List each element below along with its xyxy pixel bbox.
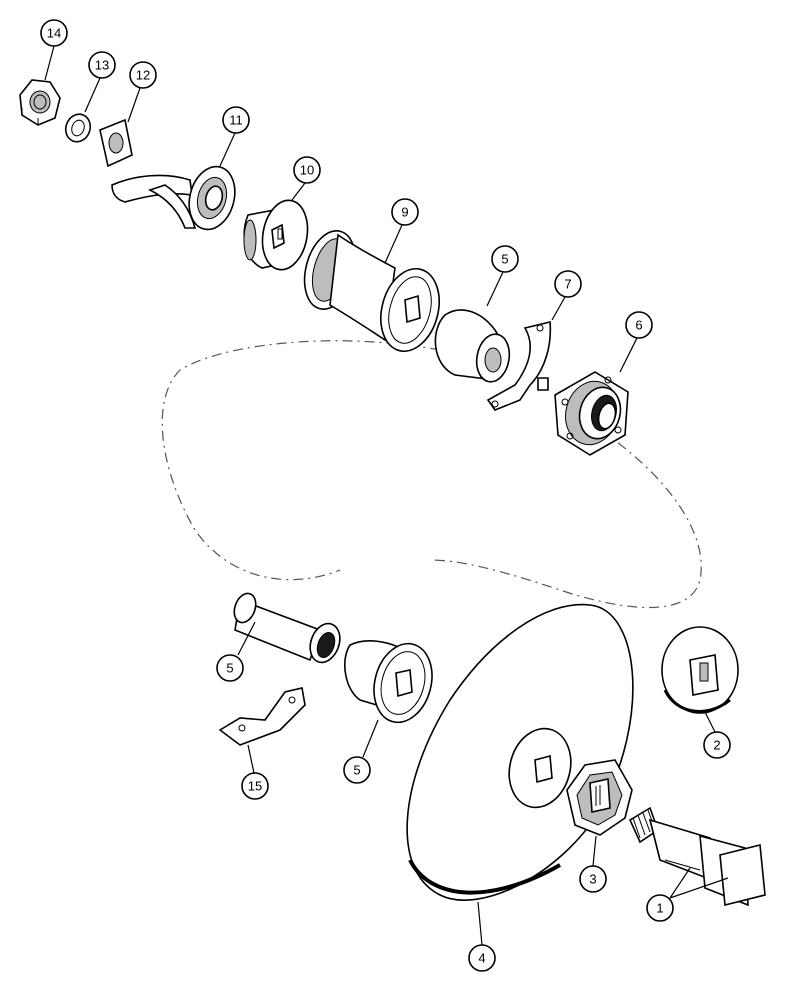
callout-10: 10 (291, 156, 321, 201)
spacer-tube (233, 592, 341, 664)
callout-5a-label: 5 (501, 252, 508, 267)
scraper-arm (111, 165, 236, 231)
callout-5b-label: 5 (353, 763, 360, 778)
callout-4-label: 4 (478, 951, 485, 966)
callout-4: 4 (468, 901, 496, 972)
callout-6: 5 (216, 621, 256, 682)
callout-2: 2 (703, 711, 731, 759)
callout-8-label: 7 (564, 277, 571, 292)
disc-blade (406, 603, 634, 901)
spool-half-upper (434, 309, 511, 383)
callout-13-label: 13 (95, 58, 109, 73)
callout-12-label: 12 (136, 68, 150, 83)
callout-8: 7 (551, 270, 582, 321)
callout-9: 9 (384, 198, 419, 264)
assembly-outline (161, 340, 702, 609)
callout-13: 13 (84, 51, 116, 113)
callout-3: 3 (579, 835, 607, 893)
callout-5a: 5 (486, 245, 519, 307)
small-bracket (218, 687, 306, 746)
flange-bearing (554, 371, 629, 456)
square-washer-plate (99, 118, 133, 168)
callout-14: 14 (40, 19, 68, 81)
mounting-bracket (486, 321, 552, 411)
callout-5b: 5 (343, 719, 379, 784)
callout-9-label: 9 (401, 205, 408, 220)
callout-11-label: 11 (229, 113, 243, 128)
callout-10-label: 10 (300, 163, 314, 178)
spool-end (243, 199, 309, 271)
callout-7-label: 6 (635, 318, 642, 333)
callout-7: 6 (619, 311, 653, 373)
callout-6-label: 5 (226, 661, 233, 676)
callout-3-label: 3 (589, 872, 596, 887)
callout-15-label: 15 (248, 779, 262, 794)
callout-14-label: 14 (47, 26, 61, 41)
spool (303, 230, 440, 353)
carriage-bolt (628, 806, 766, 907)
callout-2-label: 2 (713, 738, 720, 753)
hex-washer (566, 759, 633, 836)
callout-1-label: 1 (656, 901, 663, 916)
callout-1: 1 (646, 867, 729, 922)
washer (64, 113, 92, 143)
spool-half-lower (344, 640, 433, 724)
end-cap (661, 626, 739, 714)
callout-15: 15 (241, 744, 269, 800)
hex-nut (19, 79, 61, 126)
callout-12: 12 (127, 61, 157, 123)
callout-11: 11 (219, 106, 250, 167)
